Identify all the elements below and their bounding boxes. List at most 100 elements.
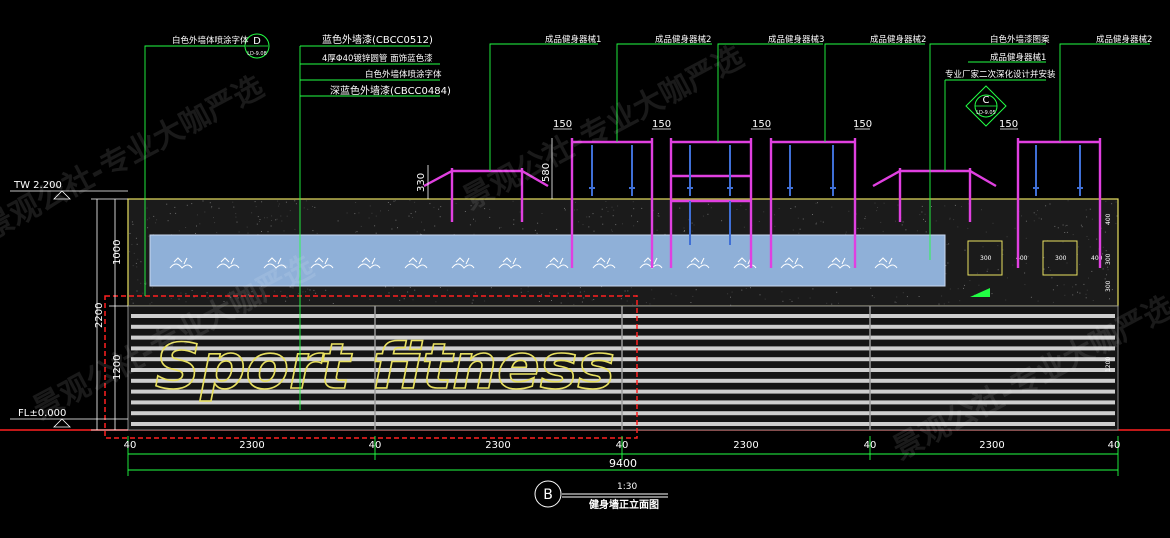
speckle-dot (1089, 246, 1091, 248)
speckle-dot (1025, 237, 1027, 239)
speckle-dot (588, 226, 590, 228)
speckle-dot (613, 209, 615, 211)
speckle-dot (816, 222, 817, 224)
speckle-dot (153, 215, 155, 217)
callout-white-pattern: 白色外墙漆图案 (990, 34, 1050, 45)
speckle-dot (196, 225, 197, 227)
speckle-dot (633, 208, 635, 210)
speckle-dot (624, 290, 626, 292)
speckle-dot (836, 291, 838, 293)
speckle-dot (946, 244, 948, 245)
speckle-dot (611, 229, 612, 231)
speckle-dot (949, 288, 951, 290)
speckle-dot (657, 215, 659, 217)
speckle-dot (938, 303, 940, 305)
speckle-dot (407, 291, 409, 293)
equipment-hanger (1033, 145, 1039, 196)
speckle-dot (527, 286, 529, 288)
speckle-dot (148, 217, 150, 219)
speckle-dot (298, 293, 299, 295)
speckle-dot (664, 233, 666, 235)
speckle-dot (1111, 289, 1113, 291)
speckle-dot (649, 303, 651, 305)
speckle-dot (395, 219, 397, 221)
band-figure (498, 257, 522, 269)
speckle-dot (1091, 258, 1093, 260)
speckle-dot (484, 300, 486, 302)
speckle-dot (315, 292, 317, 294)
speckle-dot (997, 269, 999, 271)
dim-right-300a: 300 (1105, 253, 1112, 265)
speckle-dot (789, 299, 791, 300)
speckle-dot (388, 210, 389, 211)
speckle-dot (693, 224, 695, 226)
speckle-dot (1006, 236, 1008, 238)
speckle-dot (876, 210, 878, 212)
title-block: B 1:30 健身墙正立面图 (534, 480, 668, 511)
slat (131, 378, 1115, 383)
speckle-dot (988, 257, 990, 259)
speckle-dot (264, 217, 265, 219)
speckle-dot (809, 297, 811, 299)
slat (131, 389, 1115, 394)
speckle-dot (278, 205, 280, 207)
speckle-dot (151, 301, 153, 303)
speckle-dot (902, 292, 904, 294)
speckle-dot (136, 243, 138, 245)
speckle-dot (1043, 257, 1045, 259)
dim-bottom-2: 40 (369, 440, 382, 451)
speckle-dot (948, 243, 950, 245)
speckle-dot (440, 206, 442, 208)
dim-1000: 1000 (112, 240, 123, 265)
speckle-dot (582, 224, 584, 226)
speckle-dot (675, 295, 677, 297)
speckle-dot (421, 221, 422, 223)
speckle-dot (632, 304, 633, 306)
speckle-dot (690, 302, 692, 303)
dim-right-400: 400 (1105, 213, 1112, 225)
speckle-dot (133, 252, 135, 254)
speckle-dot (473, 218, 474, 220)
speckle-dot (1030, 296, 1032, 298)
speckle-dot (918, 296, 920, 297)
speckle-dot (957, 226, 959, 228)
speckle-dot (1079, 264, 1081, 265)
speckle-dot (621, 295, 623, 297)
speckle-dot (235, 216, 237, 218)
speckle-dot (864, 218, 866, 220)
speckle-dot (774, 214, 775, 216)
speckle-dot (1072, 234, 1074, 236)
speckle-dot (894, 301, 896, 303)
speckle-dot (1040, 218, 1042, 220)
callout-white-text: 白色外墙体喷涂字体 (172, 35, 249, 46)
speckle-dot (1107, 266, 1109, 268)
speckle-dot (656, 229, 658, 231)
speckle-dot (412, 299, 414, 301)
speckle-dot (606, 207, 608, 208)
speckle-dot (745, 209, 747, 211)
speckle-dot (556, 228, 558, 230)
speckle-dot (791, 300, 793, 302)
equipment-hanger (727, 145, 733, 196)
small-vertical-dims (427, 138, 553, 199)
speckle-dot (692, 295, 694, 297)
speckle-dot (987, 268, 989, 270)
speckle-dot (812, 214, 813, 215)
speckle-dot (423, 229, 425, 231)
callout-blue-paint: 蓝色外墙漆(CBCC0512) (322, 33, 433, 46)
speckle-dot (743, 226, 745, 228)
speckle-dot (1080, 224, 1082, 226)
speckle-dot (1077, 291, 1078, 293)
equipment-hanger (629, 145, 635, 196)
speckle-dot (434, 225, 436, 227)
speckle-dot (633, 225, 635, 227)
speckle-dot (679, 207, 681, 209)
speckle-dot (845, 233, 847, 235)
speckle-dot (997, 245, 999, 247)
speckle-dot (360, 225, 362, 227)
dim-bottom-8: 40 (1108, 440, 1121, 451)
slat (131, 411, 1115, 416)
speckle-dot (332, 303, 334, 304)
speckle-dot (233, 206, 235, 208)
speckle-dot (337, 220, 339, 222)
